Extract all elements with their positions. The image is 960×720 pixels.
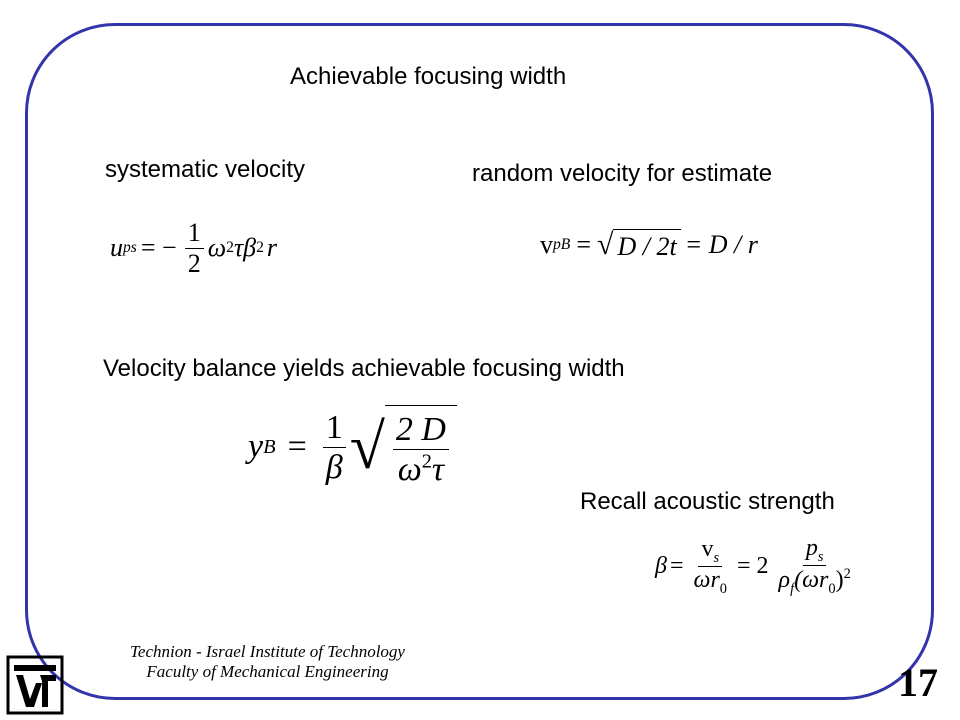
eq-frac-num: 1 — [184, 218, 204, 249]
eq-beta-rho: ρ — [778, 567, 791, 594]
page-number: 17 — [898, 660, 938, 705]
footer-faculty: Faculty of Mechanical Engineering — [146, 662, 389, 681]
eq-radicand: D / 2t — [613, 228, 681, 262]
eq-omega-sup: 2 — [226, 239, 234, 257]
eq-beta-close: ) — [835, 567, 844, 594]
eq-tau: τ — [233, 233, 244, 263]
eq-beta-den1: ωr — [693, 566, 720, 593]
random-velocity-label: random velocity for estimate — [472, 160, 773, 187]
systematic-velocity-label: systematic velocity — [105, 156, 306, 183]
sqrt-icon: √ — [597, 228, 614, 261]
eq-omega: ω — [207, 233, 227, 263]
slide-title: Achievable focusing width — [290, 63, 567, 90]
eq-beta-sup: 2 — [256, 239, 264, 257]
eq-yb-den: β — [325, 448, 343, 486]
eq-equals-minus: = − — [140, 233, 177, 263]
eq-beta-den1-sub: 0 — [719, 580, 727, 597]
velocity-balance-label: Velocity balance yields achievable focus… — [103, 355, 625, 382]
eq-r: r — [266, 233, 278, 263]
eq-beta: β — [243, 233, 257, 263]
eq-beta-v-sub: s — [713, 549, 720, 566]
eq-equals-2: = D / r — [684, 230, 758, 259]
eq-v: v — [540, 230, 553, 259]
eq-yb-omega-sup: 2 — [421, 450, 432, 473]
eq-beta-paren-sub: 0 — [828, 581, 836, 598]
eq-beta-paren: (ωr — [794, 567, 829, 594]
eq-yb-num: 1 — [322, 408, 346, 448]
eq-yb-omega: ω — [397, 451, 422, 489]
eq-u-sub: ps — [123, 239, 137, 257]
eq-yb-rad-num: 2 D — [392, 410, 449, 451]
acoustic-strength-equation: β = vs ωr0 = 2 ps ρf(ωr0)2 — [655, 535, 858, 598]
eq-beta-lhs: β — [655, 552, 667, 579]
eq-u: u — [110, 233, 123, 263]
eq-beta-eq2: = 2 — [737, 552, 769, 579]
eq-frac-den: 2 — [187, 248, 201, 278]
eq-beta-p-sub: s — [817, 548, 824, 565]
eq-beta-sup: 2 — [843, 566, 851, 583]
eq-beta-v: v — [701, 535, 714, 562]
eq-y: y — [248, 428, 264, 466]
eq-v-sub: pB — [553, 236, 571, 253]
sqrt-large-icon: √ — [349, 411, 385, 483]
eq-yb-tau: τ — [431, 451, 445, 489]
eq-beta-rho-sub: f — [790, 581, 795, 598]
eq-y-sub: B — [263, 435, 276, 458]
recall-acoustic-label: Recall acoustic strength — [580, 488, 835, 515]
technion-logo-icon — [6, 655, 64, 715]
footer-institute: Technion - Israel Institute of Technolog… — [130, 642, 405, 661]
eq-beta-p: p — [805, 535, 818, 561]
eq-yb-equals: = — [287, 428, 307, 466]
slide-frame — [25, 23, 934, 700]
eq-beta-eq1: = — [669, 552, 684, 579]
eq-equals-1: = — [576, 230, 591, 259]
